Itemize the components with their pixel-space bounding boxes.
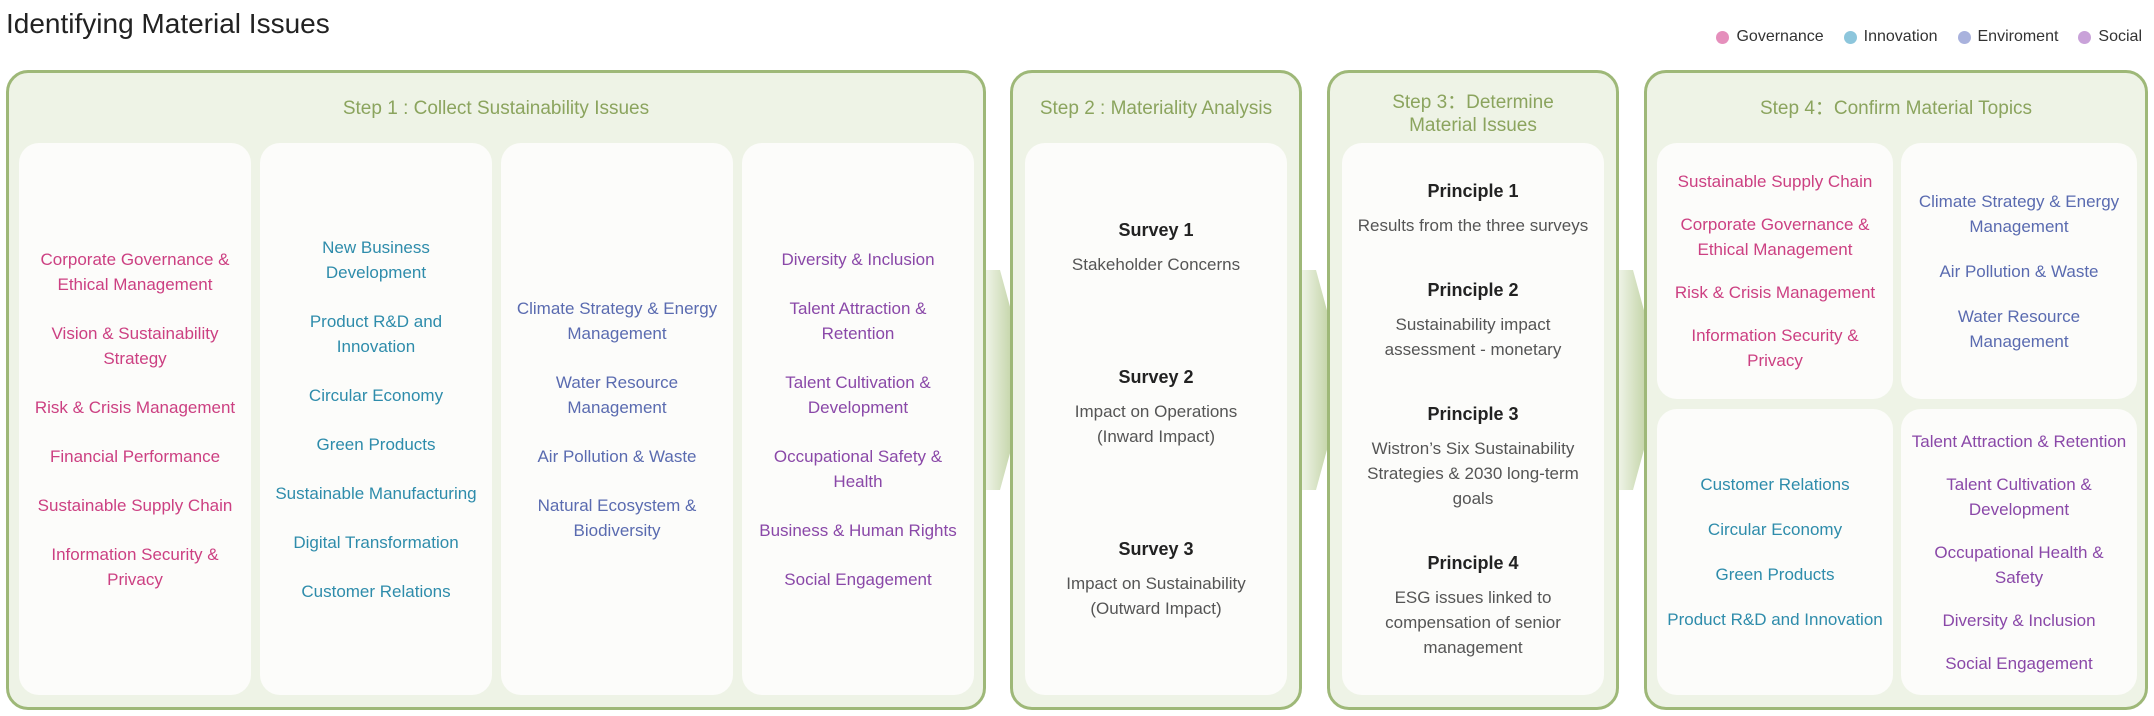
issue-item: Digital Transformation <box>293 532 459 552</box>
issue-item: Customer Relations <box>301 581 451 601</box>
principle-name: Principle 1 <box>1427 180 1519 201</box>
survey-block: Survey 3 Impact on Sustainability (Outwa… <box>1061 537 1251 621</box>
step1-panel: Step 1 : Collect Sustainability Issues C… <box>6 70 986 710</box>
legend-item-environment: Enviroment <box>1957 28 2059 46</box>
issue-item: Financial Performance <box>49 446 221 466</box>
topic-item: Occupational Health & Safety <box>1934 542 2104 587</box>
issue-item: Climate Strategy & Energy Management <box>516 298 718 343</box>
step1-governance-column: Corporate Governance & Ethical Managemen… <box>19 143 251 695</box>
step4-social-column: Talent Attraction & Retention Talent Cul… <box>1901 409 2137 695</box>
principle-desc: Wistron’s Six Sustainability Strategies … <box>1367 438 1579 508</box>
topic-item: Diversity & Inclusion <box>1942 610 2096 630</box>
topic-item: Sustainable Supply Chain <box>1677 172 1873 191</box>
issue-item: Corporate Governance & Ethical Managemen… <box>40 249 230 294</box>
arrow-right-icon <box>986 270 1030 490</box>
issue-item: Sustainable Supply Chain <box>37 495 233 515</box>
legend-label: Social <box>2098 28 2142 45</box>
topic-item: Water Resource Management <box>1957 306 2081 351</box>
topic-item: Air Pollution & Waste <box>1939 261 2099 281</box>
legend-item-innovation: Innovation <box>1843 28 1938 46</box>
principle-name: Principle 3 <box>1427 403 1519 424</box>
issue-item: Sustainable Manufacturing <box>275 483 477 503</box>
step4-environment-column: Climate Strategy & Energy Management Air… <box>1901 143 2137 399</box>
legend-label: Enviroment <box>1977 28 2059 45</box>
legend-label: Innovation <box>1863 28 1938 45</box>
environment-dot-icon <box>1957 30 1971 44</box>
topic-item: Information Security & Privacy <box>1691 326 1859 370</box>
issue-item: Information Security & Privacy <box>51 544 219 589</box>
topic-item: Risk & Crisis Management <box>1674 283 1876 302</box>
issue-item: Risk & Crisis Management <box>34 397 236 417</box>
step2-title: Step 2 : Materiality Analysis <box>1039 98 1273 119</box>
principle-desc: Sustainability impact assessment - monet… <box>1384 314 1562 359</box>
issue-item: New Business Development <box>322 237 430 282</box>
issue-item: Circular Economy <box>308 385 444 405</box>
step3-title: Step 3：Determine Material Issues <box>1392 92 1554 136</box>
principle-name: Principle 2 <box>1427 279 1519 300</box>
topic-item: Talent Cultivation & Development <box>1946 474 2092 519</box>
survey-desc: Impact on Sustainability (Outward Impact… <box>1066 573 1246 618</box>
step3-column: Principle 1 Results from the three surve… <box>1342 143 1604 695</box>
governance-dot-icon <box>1716 30 1730 44</box>
issue-item: Natural Ecosystem & Biodiversity <box>537 495 697 540</box>
step4-panel: Step 4：Confirm Material Topics Sustainab… <box>1644 70 2148 710</box>
principle-block: Principle 3 Wistron’s Six Sustainability… <box>1352 402 1594 511</box>
legend-label: Governance <box>1736 28 1824 45</box>
step1-environment-column: Climate Strategy & Energy Management Wat… <box>501 143 733 695</box>
topic-item: Climate Strategy & Energy Management <box>1918 191 2120 236</box>
legend-item-governance: Governance <box>1716 28 1824 46</box>
issue-item: Talent Attraction & Retention <box>789 298 927 343</box>
step1-title: Step 1 : Collect Sustainability Issues <box>342 98 650 119</box>
legend: Governance Innovation Enviroment Social <box>1716 28 2142 46</box>
issue-item: Vision & Sustainability Strategy <box>51 323 219 368</box>
topic-item: Talent Attraction & Retention <box>1911 431 2127 451</box>
issue-item: Social Engagement <box>784 569 932 589</box>
issue-item: Business & Human Rights <box>759 520 957 540</box>
step2-panel: Step 2 : Materiality Analysis Survey 1 S… <box>1010 70 1302 710</box>
survey-block: Survey 1 Stakeholder Concerns <box>1072 218 1240 277</box>
step3-panel: Step 3：Determine Material Issues Princip… <box>1327 70 1619 710</box>
arrow-right-icon <box>1619 270 1663 490</box>
issue-item: Air Pollution & Waste <box>537 446 697 466</box>
principle-name: Principle 4 <box>1427 552 1519 573</box>
social-dot-icon <box>2078 30 2092 44</box>
survey-name: Survey 2 <box>1118 366 1194 387</box>
issue-item: Diversity & Inclusion <box>781 249 935 269</box>
issue-item: Product R&D and Innovation <box>309 311 443 356</box>
issue-item: Occupational Safety & Health <box>773 446 943 491</box>
topic-item: Circular Economy <box>1707 520 1843 539</box>
survey-name: Survey 1 <box>1118 219 1194 240</box>
legend-item-social: Social <box>2078 28 2142 46</box>
page-title: Identifying Material Issues <box>6 8 330 39</box>
step1-innovation-column: New Business Development Product R&D and… <box>260 143 492 695</box>
survey-block: Survey 2 Impact on Operations (Inward Im… <box>1071 365 1241 449</box>
step1-social-column: Diversity & Inclusion Talent Attraction … <box>742 143 974 695</box>
topic-item: Corporate Governance & Ethical Managemen… <box>1680 215 1870 259</box>
topic-item: Social Engagement <box>1945 653 2093 673</box>
topic-item: Product R&D and Innovation <box>1667 610 1883 629</box>
principle-block: Principle 2 Sustainability impact assess… <box>1352 278 1594 362</box>
issue-item: Talent Cultivation & Development <box>785 372 931 417</box>
topic-item: Green Products <box>1715 565 1835 584</box>
step4-innovation-column: Customer Relations Circular Economy Gree… <box>1657 409 1893 695</box>
topic-item: Customer Relations <box>1700 475 1850 494</box>
principle-desc: Results from the three surveys <box>1357 215 1589 235</box>
principle-block: Principle 4 ESG issues linked to compens… <box>1352 551 1594 660</box>
survey-desc: Impact on Operations (Inward Impact) <box>1074 401 1238 446</box>
principle-block: Principle 1 Results from the three surve… <box>1358 179 1589 238</box>
survey-name: Survey 3 <box>1118 538 1194 559</box>
innovation-dot-icon <box>1843 30 1857 44</box>
step2-column: Survey 1 Stakeholder Concerns Survey 2 I… <box>1025 143 1287 695</box>
arrow-right-icon <box>1302 270 1346 490</box>
step4-governance-column: Sustainable Supply Chain Corporate Gover… <box>1657 143 1893 399</box>
issue-item: Green Products <box>316 434 436 454</box>
survey-desc: Stakeholder Concerns <box>1071 254 1241 274</box>
step4-title: Step 4：Confirm Material Topics <box>1759 98 2033 119</box>
principle-desc: ESG issues linked to compensation of sen… <box>1385 587 1561 657</box>
issue-item: Water Resource Management <box>555 372 679 417</box>
